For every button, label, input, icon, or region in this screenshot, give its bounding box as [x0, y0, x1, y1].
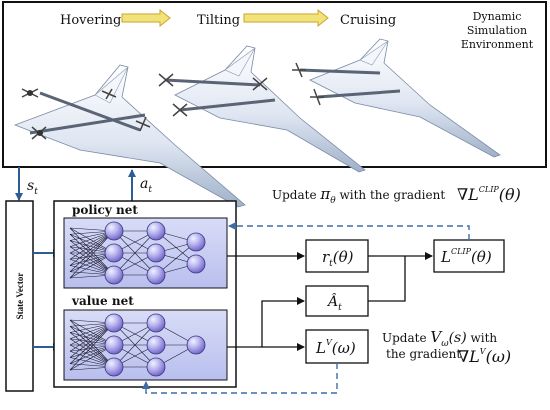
policy-net-edge	[69, 230, 115, 272]
value-net-neuron	[104, 313, 124, 333]
value-update-annotation: Update Vω(s) with the gradient ∇LV(ω)	[382, 328, 511, 366]
advantage-block: Ât	[305, 285, 369, 317]
value-net-edge	[69, 322, 115, 364]
phase-sequence: Hovering Tilting Cruising	[60, 8, 396, 28]
phase-arrow-2	[243, 8, 329, 28]
ratio-block: rt(θ)	[305, 239, 369, 273]
value-net-neuron	[146, 313, 166, 333]
value-net-graph	[69, 313, 206, 377]
policy-net-edge	[69, 230, 115, 279]
value-net-neuron	[146, 335, 166, 355]
value-gradient-feedback	[142, 363, 338, 394]
aircraft-cruising-image	[292, 38, 501, 158]
env-label-line-3: Environment	[461, 38, 534, 51]
dashed-feedback	[142, 222, 470, 394]
svg-text:LV(ω): LV(ω)	[315, 338, 356, 357]
environment-label: Dynamic Simulation Environment	[461, 10, 534, 51]
svg-text:Ât: Ât	[326, 292, 342, 313]
policy-update-annotation: Update πθ with the gradient ∇LCLIP(θ)	[272, 185, 521, 206]
policy-net-neuron	[104, 221, 124, 241]
value-net-neuron	[146, 357, 166, 377]
connectors	[227, 252, 433, 351]
value-net-edge	[69, 322, 115, 371]
state-signal-arrow: st	[15, 167, 38, 201]
policy-net-neuron	[146, 221, 166, 241]
svg-text:Update πθ with the gradient: Update πθ with the gradient	[272, 185, 445, 206]
svg-text:LCLIP(θ): LCLIP(θ)	[440, 247, 492, 266]
phase-label-hovering: Hovering	[60, 13, 121, 28]
svg-text:rt(θ): rt(θ)	[322, 248, 354, 269]
state-vector-block: State Vector	[5, 200, 34, 392]
simulation-environment-panel: Hovering Tilting Cruising Dynamic Simula…	[2, 1, 547, 208]
env-label-line-1: Dynamic	[473, 10, 522, 23]
phase-arrow-1	[121, 8, 171, 28]
value-net-neuron	[104, 335, 124, 355]
value-branch-line	[227, 297, 305, 348]
policy-net-edge	[113, 230, 157, 276]
policy-net-graph	[69, 221, 206, 285]
policy-net-neuron	[146, 243, 166, 263]
policy-net-neuron	[186, 232, 206, 252]
value-loss-block: LV(ω)	[305, 329, 369, 364]
svg-text:∇LV(ω): ∇LV(ω)	[458, 347, 511, 366]
value-net-neuron	[104, 357, 124, 377]
clip-loss-block: LCLIP(θ)	[433, 239, 505, 273]
policy-gradient-feedback	[228, 222, 470, 240]
agent-container: policy net value net	[53, 200, 237, 388]
aircraft-tilting-image	[158, 45, 366, 173]
policy-net-label: policy net	[72, 203, 138, 217]
value-net-label: value net	[71, 294, 134, 308]
action-signal-label: at	[140, 176, 152, 195]
value-net-edge	[113, 322, 157, 368]
policy-net-neuron	[104, 265, 124, 285]
phase-label-tilting: Tilting	[197, 13, 240, 28]
policy-net-neuron	[146, 265, 166, 285]
value-update-line-2: the gradient	[386, 347, 461, 361]
aircraft-hovering-image	[13, 64, 246, 208]
phase-label-cruising: Cruising	[340, 13, 396, 28]
policy-net-neuron	[186, 254, 206, 274]
svg-text:Update Vω(s) with: Update Vω(s) with	[382, 328, 497, 349]
state-signal-label: st	[27, 178, 38, 197]
env-label-line-2: Simulation	[467, 24, 527, 37]
advantage-to-clip-line	[368, 256, 406, 302]
svg-text:∇LCLIP(θ): ∇LCLIP(θ)	[457, 185, 521, 204]
state-vector-label: State Vector	[15, 273, 25, 320]
value-net-neuron	[186, 335, 206, 355]
policy-net-neuron	[104, 243, 124, 263]
